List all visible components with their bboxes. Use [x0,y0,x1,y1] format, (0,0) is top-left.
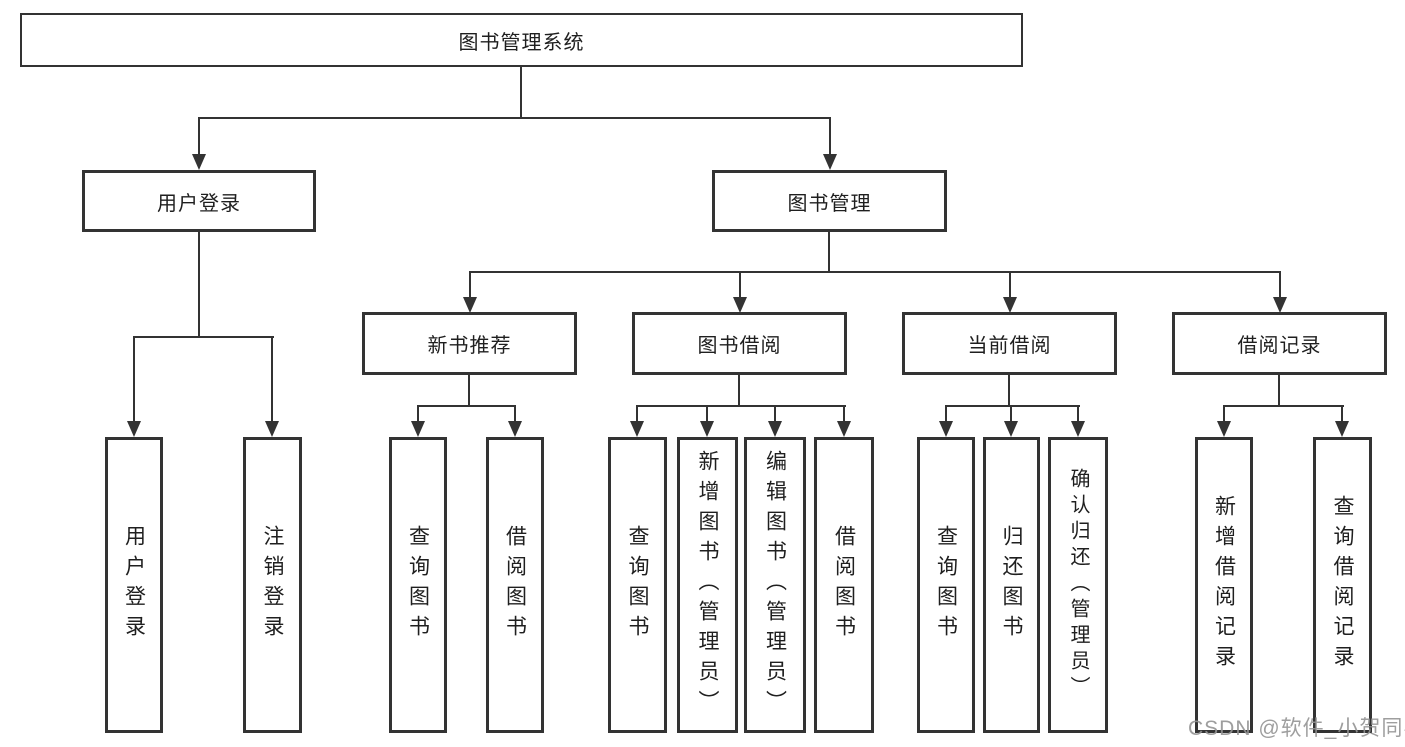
node-user-login: 用户登录 [82,170,316,232]
arrowhead-down-icon [1273,297,1287,313]
node-label: 当前借阅 [967,335,1052,357]
arrowhead-down-icon [508,421,522,437]
leaf-edit-books-admin: 编辑图书（管理员） [744,437,806,733]
leaf-label: 新增图书（管理员） [696,450,719,720]
connector-line [469,271,1281,273]
node-book-borrowing: 图书借阅 [632,312,847,375]
arrowhead-down-icon [630,421,644,437]
leaf-label: 注销登录 [261,525,284,645]
leaf-confirm-return-admin: 确认归还（管理员） [1048,437,1108,733]
leaf-borrow-books: 借阅图书 [814,437,874,733]
leaf-query-books-recommend: 查询图书 [389,437,447,733]
leaf-add-books-admin: 新增图书（管理员） [677,437,738,733]
node-borrow-records: 借阅记录 [1172,312,1387,375]
connector-line [1223,405,1225,422]
connector-line [738,375,740,407]
leaf-label: 借阅图书 [832,525,856,645]
connector-line [828,232,830,272]
leaf-label: 用户登录 [122,525,146,645]
leaf-query-borrow-record: 查询借阅记录 [1313,437,1372,733]
connector-line [198,117,200,155]
node-new-book-recommend: 新书推荐 [362,312,577,375]
csdn-watermark: CSDN @软件_小贺同学 [1188,717,1405,740]
connector-line [133,336,135,422]
connector-line [843,405,845,422]
leaf-label: 新增借阅记录 [1212,495,1236,675]
connector-line [945,405,947,422]
node-label: 借阅记录 [1237,335,1322,357]
leaf-query-books: 查询图书 [608,437,667,733]
arrowhead-down-icon [768,421,782,437]
arrowhead-down-icon [1003,297,1017,313]
connector-line [774,405,776,422]
leaf-user-login: 用户登录 [105,437,163,733]
leaf-label: 查询图书 [626,525,649,645]
node-book-management: 图书管理 [712,170,947,232]
leaf-query-books-current: 查询图书 [917,437,975,733]
node-label: 图书借阅 [697,335,782,357]
connector-line [133,336,274,338]
arrowhead-down-icon [939,421,953,437]
connector-line [1077,405,1079,422]
arrowhead-down-icon [823,154,837,170]
leaf-logout: 注销登录 [243,437,302,733]
connector-line [739,271,741,299]
leaf-add-borrow-record: 新增借阅记录 [1195,437,1253,733]
arrowhead-down-icon [837,421,851,437]
connector-line [520,67,522,118]
leaf-label: 编辑图书（管理员） [763,450,787,720]
connector-line [469,271,471,299]
leaf-label: 借阅图书 [503,525,527,645]
connector-line [636,405,638,422]
connector-line [1341,405,1343,422]
connector-line [1279,271,1281,299]
leaf-label: 查询借阅记录 [1331,495,1354,675]
leaf-label: 查询图书 [934,525,958,645]
connector-line [1010,405,1012,422]
arrowhead-down-icon [411,421,425,437]
arrowhead-down-icon [1217,421,1231,437]
node-label: 新书推荐 [427,335,512,357]
connector-line [706,405,708,422]
connector-line [198,232,200,338]
node-current-borrowing: 当前借阅 [902,312,1117,375]
connector-line [829,117,831,155]
node-label: 图书管理 [787,192,872,215]
connector-line [636,405,846,407]
arrowhead-down-icon [463,297,477,313]
leaf-label: 确认归还（管理员） [1067,468,1089,702]
connector-line [468,375,470,407]
leaf-label: 归还图书 [1000,525,1023,645]
connector-line [1009,271,1011,299]
node-label: 用户登录 [157,192,241,215]
leaf-return-books: 归还图书 [983,437,1040,733]
connector-line [198,117,831,119]
connector-line [1008,375,1010,407]
leaf-borrow-books-recommend: 借阅图书 [486,437,544,733]
arrowhead-down-icon [700,421,714,437]
arrowhead-down-icon [1335,421,1349,437]
arrowhead-down-icon [265,421,279,437]
arrowhead-down-icon [192,154,206,170]
node-library-management-system: 图书管理系统 [20,13,1023,67]
leaf-label: 查询图书 [406,525,430,645]
arrowhead-down-icon [127,421,141,437]
arrowhead-down-icon [1004,421,1018,437]
connector-line [1278,375,1280,407]
connector-line [945,405,1080,407]
connector-line [1223,405,1344,407]
arrowhead-down-icon [1071,421,1085,437]
connector-line [417,405,419,422]
node-label: 图书管理系统 [458,31,585,54]
connector-line [417,405,516,407]
connector-line [514,405,516,422]
connector-line [271,336,273,422]
arrowhead-down-icon [733,297,747,313]
